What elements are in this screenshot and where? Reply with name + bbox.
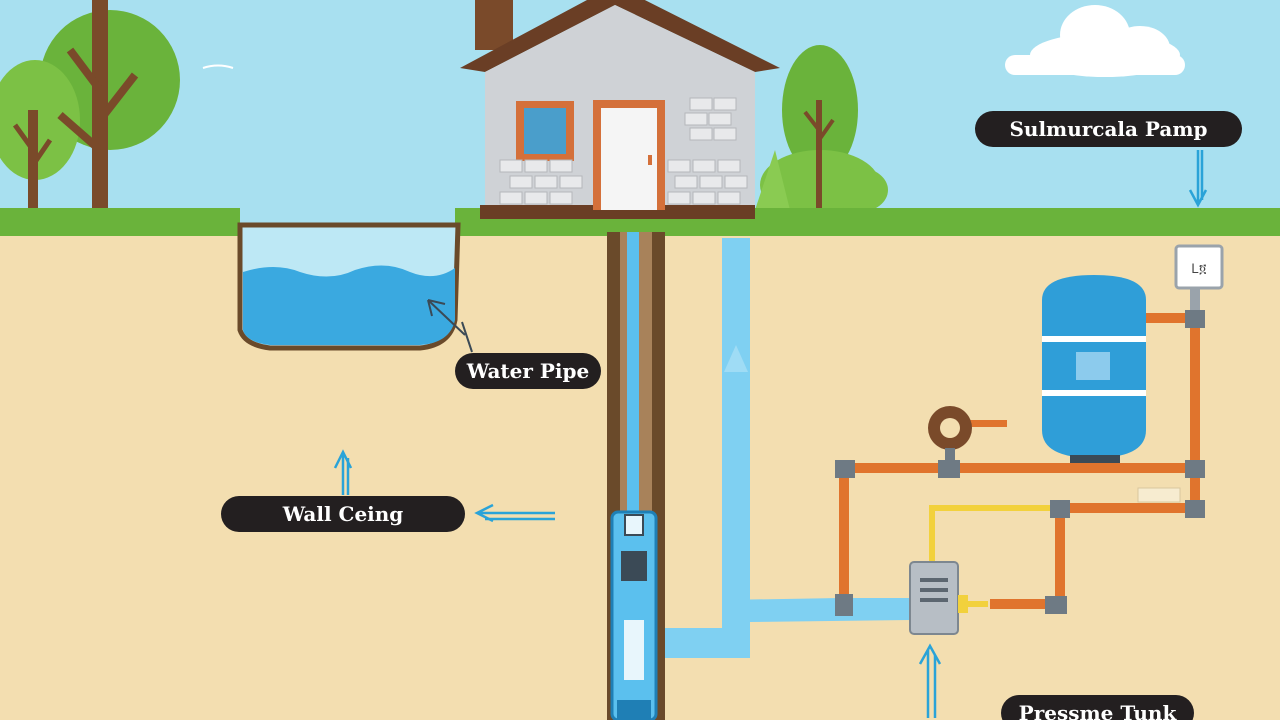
arrow-icon: [427, 299, 473, 353]
pressure-switch-icon: Ꮮ፬: [1174, 244, 1224, 290]
gauge-icon: [928, 406, 1007, 466]
tree-icon: [0, 0, 180, 210]
pressure-tank-label: Pressme Tunk: [1001, 695, 1194, 720]
bird-icon: [202, 64, 234, 69]
arrow-icon: [918, 643, 942, 718]
tree-icon: [755, 45, 888, 220]
submersible-pump-label: Sulmurcala Pamp: [975, 111, 1242, 147]
pump-icon: [610, 510, 658, 720]
fitting-detail: [1137, 487, 1181, 503]
control-box-icon: [909, 561, 968, 635]
well-casing-label: Wall Ceing: [221, 496, 465, 532]
drop-pipe: [627, 232, 639, 522]
arrow-icon: [474, 503, 555, 523]
cloud-icon: [1005, 5, 1185, 77]
pond-water: [243, 265, 455, 345]
pipe-fittings: [835, 310, 1205, 616]
pressure-switch-text: Ꮮ፬: [1192, 262, 1207, 277]
arrow-icon: [1188, 150, 1208, 208]
pressure-tank-icon: [1042, 275, 1146, 463]
arrow-icon: [724, 345, 748, 372]
grass-strip: [0, 208, 240, 236]
arrow-icon: [333, 449, 353, 495]
water-pipe-label: Water Pipe: [455, 353, 601, 389]
house-icon: [460, 0, 780, 219]
water-line-vertical: [722, 238, 750, 658]
